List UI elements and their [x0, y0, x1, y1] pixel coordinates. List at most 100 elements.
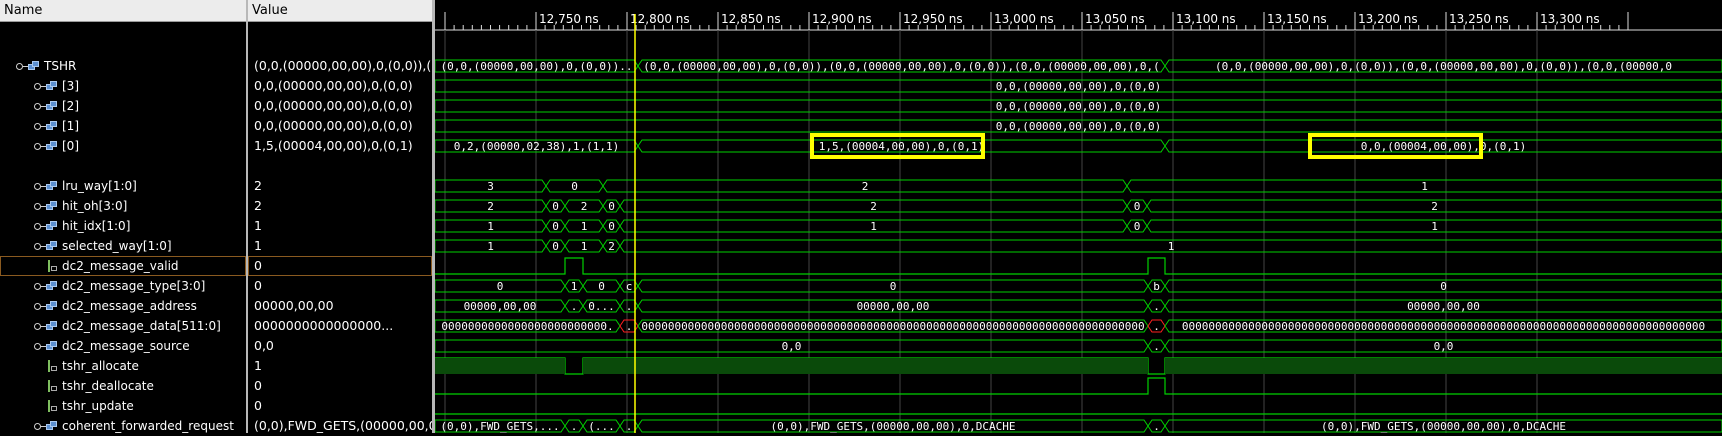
signal-name: dc2_message_source: [62, 339, 190, 353]
expander-icon[interactable]: [34, 223, 46, 230]
signal-value: (0,0,(00000,00,00),0,(0,0)),(0,0,(00000,…: [254, 58, 432, 73]
bus-signal-icon: [28, 61, 39, 71]
ruler-tick-label: 13,250 ns: [1449, 12, 1509, 26]
signal-name: dc2_message_valid: [62, 259, 179, 273]
value-column-header[interactable]: Value: [248, 0, 432, 22]
expander-icon[interactable]: [34, 343, 46, 350]
signal-row[interactable]: coherent_forwarded_request: [0, 416, 246, 436]
signal-row[interactable]: lru_way[1:0]: [0, 176, 246, 196]
wave-value-label: 0: [552, 220, 559, 233]
signal-row[interactable]: tshr_deallocate: [0, 376, 246, 396]
signal-row[interactable]: TSHR: [0, 56, 246, 76]
wave-value-label: (0,0,(00000,00,00),0,(0,0)),(0,0,(00000,…: [643, 60, 1160, 73]
signal-value: 1: [254, 358, 262, 373]
wave-value-label: 0,0,(00000,00,00),0,(0,0): [996, 100, 1162, 113]
wave-value-label: (0,0,(00000,00,00),0,(0,0)),(0,0,(00000,…: [1215, 60, 1672, 73]
signal-row[interactable]: [2]: [0, 96, 246, 116]
wave-value-label: 0000000000000000000000000000000000000000…: [1182, 320, 1705, 333]
wave-value-label: 0,0,(00000,00,00),0,(0,0): [996, 80, 1162, 93]
wave-bit-fill: [1165, 358, 1722, 374]
expander-icon[interactable]: [34, 323, 46, 330]
expander-icon[interactable]: [34, 83, 46, 90]
expander-icon[interactable]: [34, 243, 46, 250]
signal-value: 0: [254, 278, 262, 293]
signal-row[interactable]: hit_idx[1:0]: [0, 216, 246, 236]
signal-row[interactable]: selected_way[1:0]: [0, 236, 246, 256]
ruler-tick-label: 13,200 ns: [1358, 12, 1418, 26]
wave-value-label: 0: [1134, 220, 1141, 233]
ruler-tick-label: 12,800 ns: [630, 12, 690, 26]
wave-value-label: 1: [1431, 220, 1438, 233]
signal-row[interactable]: tshr_update: [0, 396, 246, 416]
column-splitter[interactable]: [246, 0, 248, 433]
ruler-tick-label: 13,050 ns: [1085, 12, 1145, 26]
wave-value-label: .: [1153, 320, 1160, 333]
signal-value: 1: [254, 218, 262, 233]
wave-value-label: .: [1153, 300, 1160, 313]
expander-icon[interactable]: [34, 103, 46, 110]
signal-value: 0: [254, 378, 262, 393]
signal-row[interactable]: dc2_message_data[511:0]: [0, 316, 246, 336]
signal-row[interactable]: dc2_message_valid: [0, 256, 246, 276]
signal-row[interactable]: dc2_message_address: [0, 296, 246, 316]
signal-row[interactable]: dc2_message_type[3:0]: [0, 276, 246, 296]
expander-icon[interactable]: [16, 63, 28, 70]
wave-value-label: 0: [1440, 280, 1447, 293]
name-column: Name TSHR[3] [2] [1][0] lru_way[1:0] hit_oh[…: [0, 0, 246, 433]
signal-value: 0: [248, 256, 432, 276]
wave-value-label: c: [626, 280, 633, 293]
wave-segment: [1164, 139, 1722, 153]
signal-name: tshr_update: [62, 399, 134, 413]
wave-value-label: 2: [487, 200, 494, 213]
wave-segment: [1164, 339, 1722, 353]
expander-icon[interactable]: [34, 143, 46, 150]
signal-value: 00000,00,00: [254, 298, 334, 313]
signal-row[interactable]: tshr_allocate: [0, 356, 246, 376]
wave-value-label: 3: [487, 180, 494, 193]
name-column-header[interactable]: Name: [0, 0, 246, 22]
signal-name: hit_idx[1:0]: [62, 219, 131, 233]
bus-signal-icon: [46, 201, 57, 211]
wave-value-label: (...: [588, 420, 615, 433]
expander-icon[interactable]: [34, 303, 46, 310]
wave-value-label: 00000,00,00: [857, 300, 930, 313]
wave-value-label: 1,5,(00004,00,00),0,(0,1): [819, 140, 985, 153]
signal-row[interactable]: [1]: [0, 116, 246, 136]
wave-segment: [619, 239, 1722, 253]
bus-signal-icon: [46, 301, 57, 311]
value-column: Value (0,0,(00000,00,00),0,(0,0)),(0,0,(…: [248, 0, 432, 433]
expander-icon[interactable]: [34, 123, 46, 130]
ruler-tick-label: 12,900 ns: [812, 12, 872, 26]
wave-value-label: 1: [571, 280, 578, 293]
wave-value-label: 0,0: [782, 340, 802, 353]
signal-name: hit_oh[3:0]: [62, 199, 128, 213]
signal-row[interactable]: [3]: [0, 76, 246, 96]
highlight-box: [1308, 133, 1483, 159]
expander-icon[interactable]: [34, 183, 46, 190]
signal-row[interactable]: dc2_message_source: [0, 336, 246, 356]
wave-segment: [1164, 419, 1722, 433]
wave-value-label: 0: [598, 280, 605, 293]
signal-name: [2]: [62, 99, 79, 113]
ruler-tick-label: 12,750 ns: [539, 12, 599, 26]
wave-value-label: 2: [608, 240, 615, 253]
wave-value-label: 0: [571, 180, 578, 193]
signal-value: 2: [254, 198, 262, 213]
signal-row[interactable]: [0]: [0, 136, 246, 156]
bus-signal-icon: [46, 241, 57, 251]
ruler-tick-label: 12,850 ns: [721, 12, 781, 26]
wave-segment: [1164, 299, 1722, 313]
bus-signal-icon: [46, 81, 57, 91]
wave-splitter[interactable]: [432, 0, 435, 433]
expander-icon[interactable]: [34, 423, 46, 430]
wave-bit: [435, 377, 1722, 395]
expander-icon[interactable]: [34, 283, 46, 290]
wave-value-label: .: [571, 420, 578, 433]
wave-segment: [1164, 279, 1722, 293]
wave-segment: [1146, 219, 1722, 233]
expander-icon[interactable]: [34, 203, 46, 210]
signal-value: 1,5,(00004,00,00),0,(0,1): [254, 138, 413, 153]
signal-row[interactable]: hit_oh[3:0]: [0, 196, 246, 216]
